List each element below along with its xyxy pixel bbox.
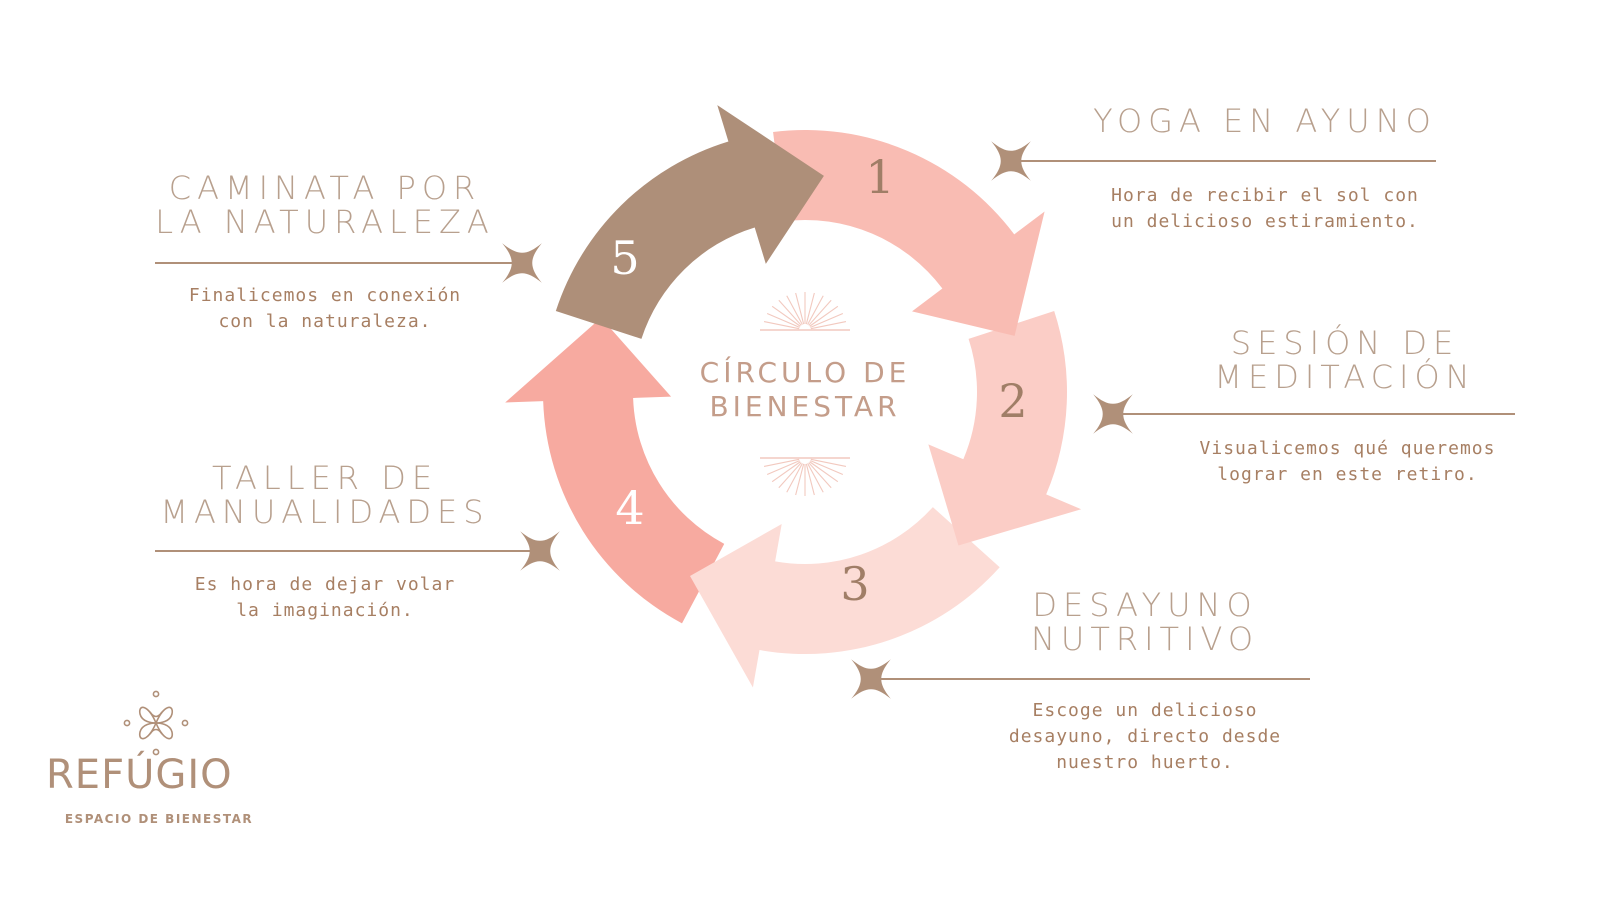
logo-tagline: ESPACIO DE BIENESTAR: [64, 812, 254, 826]
logo-flower-icon: [123, 690, 189, 756]
step-4-number: 4: [615, 481, 644, 535]
step-1-description: Hora de recibir el sol con un delicioso …: [1111, 185, 1419, 232]
step-5-description: Finalicemos en conexión con la naturalez…: [188, 285, 462, 332]
step-2-number: 2: [998, 374, 1027, 428]
sunburst-top-icon: [760, 292, 850, 331]
step-5-title: CAMINATA POR LA NATURALEZA: [155, 169, 495, 241]
arrow-segment-5: [555, 105, 824, 339]
step-2-title: SESIÓN DE MEDITACIÓN: [1214, 324, 1476, 396]
step-2-rule: [1120, 413, 1515, 415]
step-5-number: 5: [610, 231, 639, 285]
logo-name: REFÚGIO: [46, 752, 233, 798]
arrow-segment-3: [690, 507, 1000, 688]
step-4-description: Es hora de dejar volar la imaginación.: [194, 574, 456, 621]
step-2-description: Visualicemos qué queremos lograr en este…: [1199, 438, 1496, 485]
arrow-segment-4: [505, 317, 725, 624]
step-3-number: 3: [840, 557, 869, 611]
step-3-title: DESAYUNO NUTRITIVO: [1030, 586, 1260, 658]
step-3-description: Escoge un delicioso desayuno, directo de…: [1008, 700, 1282, 773]
sparkle-icon: [843, 651, 899, 707]
sparkle-icon: [1085, 386, 1141, 442]
step-5-rule: [155, 262, 520, 264]
step-4-title: TALLER DE MANUALIDADES: [160, 459, 490, 531]
step-1-number: 1: [865, 150, 894, 204]
step-3-rule: [875, 678, 1310, 680]
sparkle-icon: [983, 133, 1039, 189]
step-4-rule: [155, 550, 540, 552]
step-1-title: YOGA EN AYUNO: [1093, 102, 1437, 140]
arrow-segment-2: [928, 311, 1082, 546]
sparkle-icon: [512, 523, 568, 579]
sunburst-bottom-icon: [760, 457, 850, 496]
step-1-rule: [1016, 160, 1436, 162]
sparkle-icon: [494, 235, 550, 291]
arrow-segment-1: [773, 130, 1045, 336]
center-title: CÍRCULO DE BIENESTAR: [699, 356, 911, 423]
